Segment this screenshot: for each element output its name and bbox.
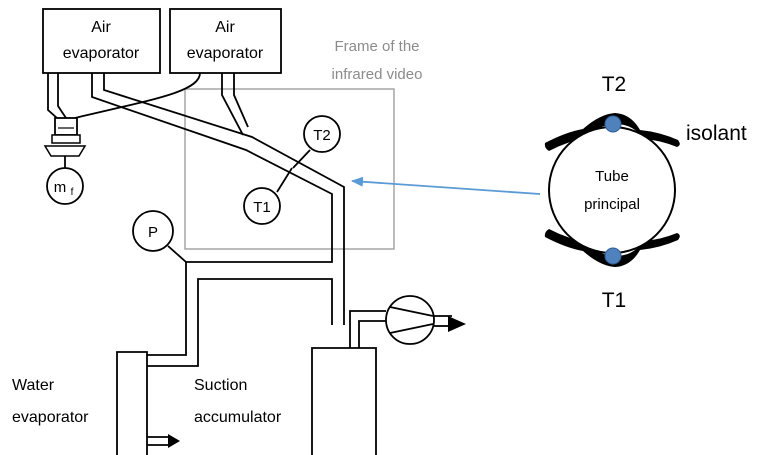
isolant-label: isolant [686,122,747,145]
compressor [385,295,435,345]
suction-accumulator-label-line1: Suction [194,377,247,394]
t1-sensor: T1 [243,167,293,225]
p-label: P [148,224,158,241]
water-evaporator-label-line1: Water [12,377,55,394]
cross-section-top-label: T2 [602,73,627,96]
air-evaporator-1-label-line1: Air [91,19,111,36]
tube-cross-section: Tube principal T2 T1 isolant [544,73,747,312]
air-evaporator-2-label-line2: evaporator [187,45,264,62]
tube-label-line1: Tube [595,168,629,185]
frame-label-line1: Frame of the [334,38,419,55]
air-evaporator-1-label-line2: evaporator [63,45,140,62]
frame-label-line2: infrared video [332,66,423,83]
main-pipe [91,73,345,367]
scale-connection-lines [47,72,201,119]
detail-arrow [351,176,541,195]
suction-accumulator: Suction accumulator [194,347,377,455]
infrared-video-frame: Frame of the infrared video [184,38,423,250]
air-evaporator-2-label-line1: Air [215,19,235,36]
air-evaporator-1: Air evaporator [42,8,161,74]
suction-accumulator-label-line2: accumulator [194,409,282,426]
p-sensor: P [132,210,187,263]
tube-label-line2: principal [584,196,640,213]
compressor-pipe [349,310,466,348]
mf-subscript: f [71,187,74,198]
mf-label: m [54,179,67,196]
water-evaporator: Water evaporator [12,351,180,455]
t1-label: T1 [253,199,271,216]
t2-sensor: T2 [292,115,341,169]
water-evaporator-label-line2: evaporator [12,409,89,426]
air-evaporator-2: Air evaporator [169,8,282,74]
scale [43,117,87,157]
cross-section-bottom-label: T1 [602,289,627,312]
t2-label: T2 [313,127,331,144]
branch-pipe [221,73,249,136]
mf-sensor: m f [46,156,84,205]
